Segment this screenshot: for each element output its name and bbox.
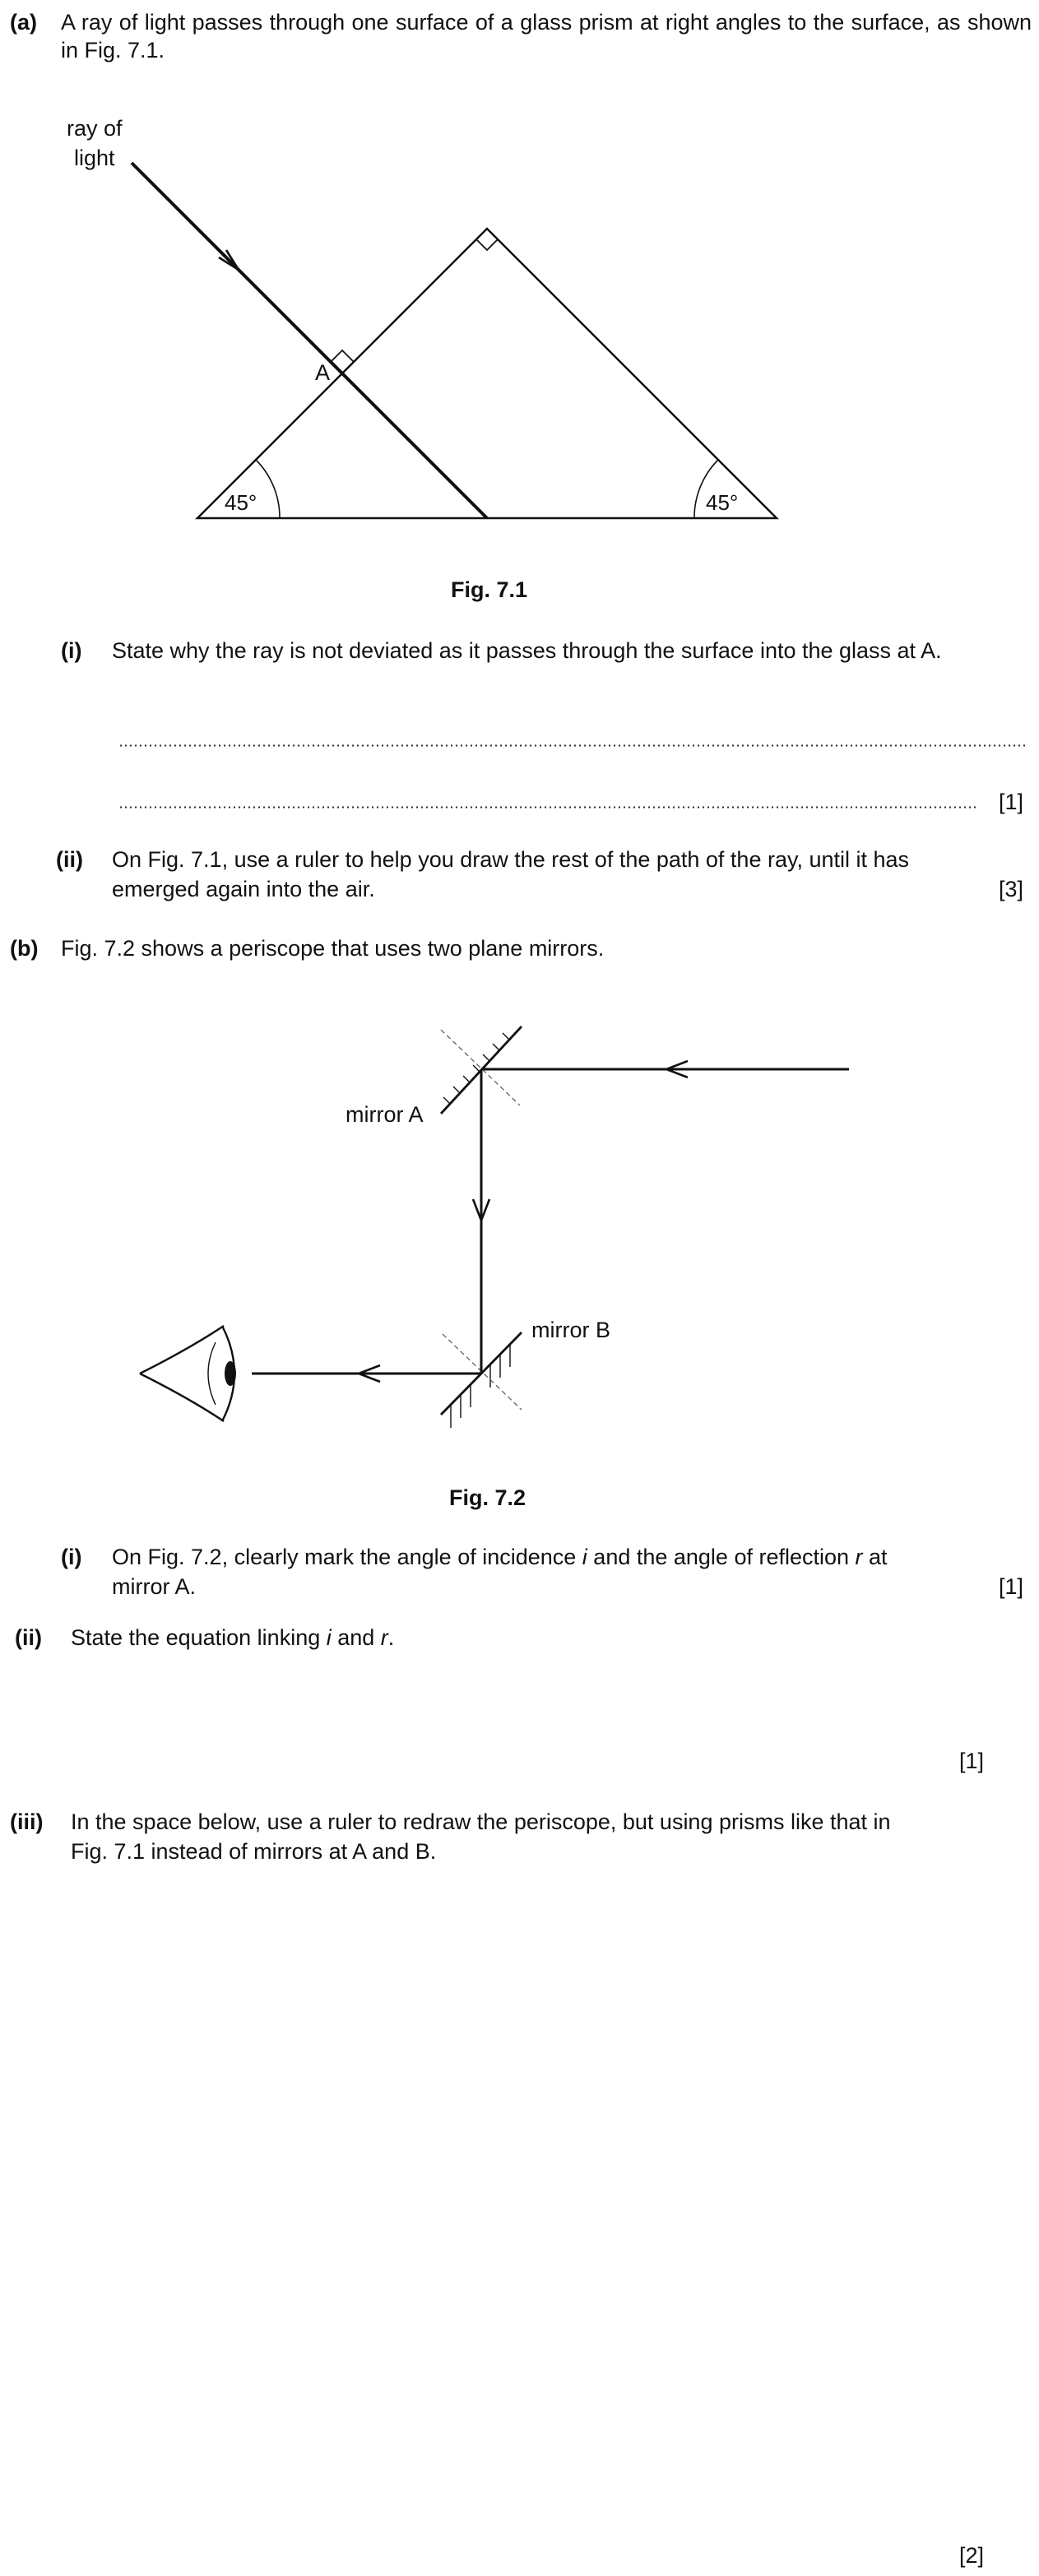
part-b-ii-text-end: . <box>387 1625 395 1650</box>
eye-icon <box>139 1325 236 1422</box>
part-b-ii-text-and: and <box>331 1625 381 1650</box>
figure-7-2: mirror A mirror B <box>139 1026 849 1428</box>
mirror-a-label: mirror A <box>346 1102 424 1127</box>
angle-left-label: 45° <box>225 490 257 515</box>
part-a-i-text: State why the ray is not deviated as it … <box>112 638 942 663</box>
part-b-i-text-end: at <box>862 1545 888 1569</box>
mirror-b-hatching <box>450 1344 511 1428</box>
part-b-i-label: (i) <box>61 1545 82 1569</box>
left-angle-arc <box>255 459 281 519</box>
point-a-right-angle-mark <box>330 349 355 363</box>
right-angle-arc <box>693 459 719 519</box>
part-b-text: Fig. 7.2 shows a periscope that uses two… <box>61 936 605 961</box>
var-r: r <box>855 1545 863 1569</box>
mirror-a-normal <box>440 1029 521 1106</box>
drawing-space[interactable] <box>71 1883 992 2509</box>
ray-label-line2: light <box>74 146 115 170</box>
var-i: i <box>582 1545 587 1569</box>
part-a-ii-marks: [3] <box>999 877 1024 901</box>
apex-right-angle-mark <box>475 239 499 252</box>
part-b-i-text-start: On Fig. 7.2, clearly mark the angle of i… <box>112 1545 582 1569</box>
ray-arrow-icon <box>218 249 240 271</box>
incoming-ray-arrow-icon <box>663 1059 689 1079</box>
var-r-2: r <box>380 1625 388 1650</box>
part-b-iii-marks: [2] <box>959 2543 985 2568</box>
part-b-ii-marks: [1] <box>959 1749 985 1773</box>
part-b-i-text-line2: mirror A. <box>112 1574 197 1599</box>
part-a-text: A ray of light passes through one surfac… <box>61 10 1032 63</box>
part-b-i-marks: [1] <box>999 1574 1024 1599</box>
mirror-a-hatching <box>443 1032 510 1105</box>
vertical-ray-arrow-icon <box>471 1198 491 1224</box>
part-a-ii-label: (ii) <box>56 847 83 872</box>
part-b-iii-text-line2: Fig. 7.1 instead of mirrors at A and B. <box>71 1839 437 1864</box>
glass-prism <box>194 227 780 520</box>
part-b-iii-label: (iii) <box>10 1809 44 1834</box>
part-b-i-text-line1: On Fig. 7.2, clearly mark the angle of i… <box>112 1543 1033 1571</box>
mirror-b-label: mirror B <box>531 1318 610 1342</box>
part-b-ii-label: (ii) <box>15 1625 42 1650</box>
answer-line-2[interactable] <box>118 806 979 808</box>
part-a-label: (a) <box>10 10 37 35</box>
outgoing-ray-arrow-icon <box>355 1364 381 1383</box>
point-a-label: A <box>315 360 330 385</box>
part-a-i-label: (i) <box>61 638 82 663</box>
mirror-b-normal <box>442 1333 522 1411</box>
part-a-i-marks: [1] <box>999 790 1024 814</box>
part-b-label: (b) <box>10 936 39 961</box>
part-a-ii-text-line1: On Fig. 7.1, use a ruler to help you dra… <box>112 847 910 872</box>
var-i-2: i <box>326 1625 332 1650</box>
part-b-ii-text: State the equation linking i and r. <box>71 1624 394 1652</box>
part-b-iii-text-line1: In the space below, use a ruler to redra… <box>71 1809 891 1834</box>
part-b-ii-text-start: State the equation linking <box>71 1625 327 1650</box>
fig-7-2-caption: Fig. 7.2 <box>449 1485 526 1510</box>
part-b-i-text-middle: and the angle of reflection <box>587 1545 856 1569</box>
angle-right-label: 45° <box>706 490 738 515</box>
answer-line-1[interactable] <box>118 744 1027 747</box>
ray-label-line1: ray of <box>67 116 123 141</box>
light-ray <box>130 161 489 520</box>
part-a-ii-text-line2: emerged again into the air. <box>112 877 375 901</box>
fig-7-1-caption: Fig. 7.1 <box>451 577 528 602</box>
figure-7-1: ray of light A 45° 45° <box>67 116 780 520</box>
